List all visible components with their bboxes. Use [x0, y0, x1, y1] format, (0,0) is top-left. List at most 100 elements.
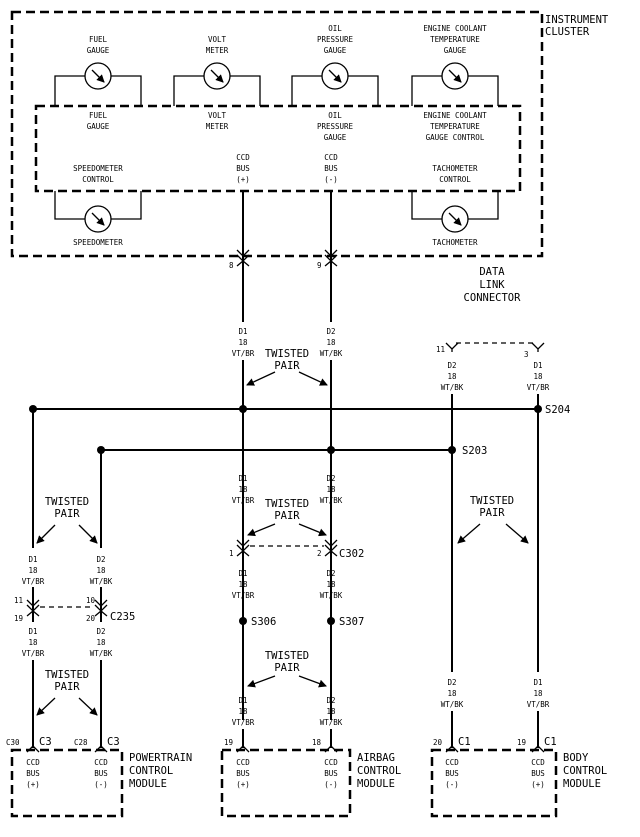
dlc-pin-9-number: 9 — [317, 261, 322, 270]
data-link-connector-label: DATA LINK CONNECTOR — [464, 266, 522, 304]
svg-text:D2: D2 — [326, 474, 335, 483]
svg-text:18: 18 — [238, 707, 248, 716]
dlc-pin-9-connector — [324, 249, 338, 267]
svg-text:WT/BK: WT/BK — [320, 496, 343, 505]
svg-text:CCD: CCD — [236, 758, 250, 767]
svg-text:PAIR: PAIR — [54, 681, 80, 693]
svg-text:METER: METER — [206, 122, 229, 131]
svg-text:18: 18 — [28, 638, 38, 647]
airbag-control-module-label: AIRBAG CONTROL MODULE — [357, 752, 401, 790]
ccd-bus-plus-label: CCD BUS (+) — [236, 153, 250, 184]
instrument-cluster-title: INSTRUMENT CLUSTER — [545, 14, 609, 38]
pcm-c3-label-b: C3 — [107, 736, 120, 748]
pcm-ccd-plus-label: CCD BUS (+) — [26, 758, 40, 789]
svg-text:18: 18 — [447, 689, 457, 698]
svg-text:VT/BR: VT/BR — [232, 718, 255, 727]
twisted-pair-label-right: TWISTED PAIR — [470, 495, 514, 519]
svg-text:PAIR: PAIR — [479, 507, 505, 519]
svg-text:METER: METER — [206, 46, 229, 55]
splice-s203-label: S203 — [462, 445, 487, 457]
volt-meter-label: VOLT METER — [206, 35, 229, 55]
svg-text:18: 18 — [238, 338, 248, 347]
twisted-pair-arrow — [298, 523, 327, 537]
pcm-pin-c28-terminal — [94, 745, 108, 753]
svg-text:PAIR: PAIR — [54, 508, 80, 520]
svg-text:18: 18 — [326, 338, 336, 347]
svg-text:PAIR: PAIR — [274, 510, 300, 522]
svg-text:BUS: BUS — [94, 769, 108, 778]
pcm-c28-label: C28 — [74, 738, 88, 747]
svg-text:18: 18 — [238, 485, 248, 494]
tachometer-control-label: TACHOMETER CONTROL — [432, 164, 478, 184]
splice-s204-label: S204 — [545, 404, 570, 416]
twisted-pair-label-center: TWISTED PAIR — [265, 498, 309, 522]
bcm-c1-label-b: C1 — [544, 736, 557, 748]
speedometer-control-label: SPEEDOMETER CONTROL — [73, 164, 123, 184]
dlc-pin-8-number: 8 — [229, 261, 234, 270]
svg-text:VT/BR: VT/BR — [527, 383, 550, 392]
svg-text:(-): (-) — [445, 780, 459, 789]
svg-text:CONTROL: CONTROL — [129, 765, 173, 777]
svg-text:D1: D1 — [238, 569, 247, 578]
fuel-gauge-icon — [54, 62, 142, 106]
coolant-gauge-label: ENGINE COOLANT TEMPERATURE GAUGE — [423, 24, 487, 55]
svg-text:D2: D2 — [326, 696, 335, 705]
svg-text:GAUGE: GAUGE — [87, 46, 110, 55]
svg-text:CCD: CCD — [236, 153, 250, 162]
pcm-c3-label-a: C3 — [39, 736, 52, 748]
svg-text:(+): (+) — [236, 780, 250, 789]
svg-text:CONTROL: CONTROL — [439, 175, 471, 184]
svg-text:18: 18 — [533, 372, 543, 381]
svg-text:D2: D2 — [96, 627, 105, 636]
volt-meter-inner-label: VOLT METER — [206, 111, 229, 131]
svg-text:18: 18 — [96, 566, 106, 575]
svg-text:(+): (+) — [26, 780, 40, 789]
c302-label: C302 — [339, 548, 364, 560]
twisted-pair-arrow — [36, 697, 56, 716]
twisted-pair-label-top: TWISTED PAIR — [265, 348, 309, 372]
wire-label-left-minus-2: D2 18 WT/BK — [90, 627, 113, 658]
svg-text:(+): (+) — [531, 780, 545, 789]
powertrain-control-module — [10, 748, 124, 818]
coolant-temperature-gauge-icon — [411, 62, 499, 106]
svg-text:FUEL: FUEL — [89, 111, 108, 120]
svg-text:D1: D1 — [533, 361, 542, 370]
svg-text:OIL: OIL — [328, 24, 342, 33]
svg-text:TWISTED: TWISTED — [45, 669, 89, 681]
svg-text:CONTROL: CONTROL — [563, 765, 607, 777]
svg-text:CONTROL: CONTROL — [82, 175, 114, 184]
svg-text:VOLT: VOLT — [208, 111, 227, 120]
bcm-c1-label-a: C1 — [458, 736, 471, 748]
svg-text:BUS: BUS — [236, 769, 250, 778]
speedometer-label: SPEEDOMETER — [73, 238, 123, 247]
twisted-pair-arrow — [298, 675, 327, 688]
instrument-cluster-outline — [10, 10, 544, 258]
svg-text:PRESSURE: PRESSURE — [317, 35, 354, 44]
svg-text:18: 18 — [28, 566, 38, 575]
wire-label-center-minus-3: D2 18 WT/BK — [320, 569, 343, 600]
svg-text:WT/BK: WT/BK — [320, 591, 343, 600]
acm-pin-18-number: 18 — [312, 738, 322, 747]
svg-text:D1: D1 — [28, 627, 37, 636]
acm-ccd-minus-label: CCD BUS (-) — [324, 758, 338, 789]
svg-text:WT/BK: WT/BK — [441, 383, 464, 392]
twisted-pair-arrow — [36, 524, 56, 544]
svg-text:CCD: CCD — [94, 758, 108, 767]
body-dlc-pin-11-number: 11 — [436, 345, 445, 354]
svg-text:LINK: LINK — [479, 279, 505, 291]
bcm-pin-19-terminal — [531, 745, 545, 753]
svg-text:CONTROL: CONTROL — [357, 765, 401, 777]
svg-text:GAUGE: GAUGE — [87, 122, 110, 131]
wire-label-right-top-minus: D2 18 WT/BK — [441, 361, 464, 392]
svg-text:POWERTRAIN: POWERTRAIN — [129, 752, 192, 764]
svg-text:TACHOMETER: TACHOMETER — [432, 164, 478, 173]
bcm-pin-20-terminal — [445, 745, 459, 753]
svg-text:WT/BK: WT/BK — [90, 649, 113, 658]
svg-text:VT/BR: VT/BR — [527, 700, 550, 709]
svg-text:PRESSURE: PRESSURE — [317, 122, 354, 131]
svg-text:TEMPERATURE: TEMPERATURE — [430, 122, 480, 131]
svg-text:18: 18 — [326, 580, 336, 589]
svg-text:BUS: BUS — [324, 164, 338, 173]
splice-dot — [327, 617, 335, 625]
twisted-pair-arrow — [246, 371, 276, 386]
